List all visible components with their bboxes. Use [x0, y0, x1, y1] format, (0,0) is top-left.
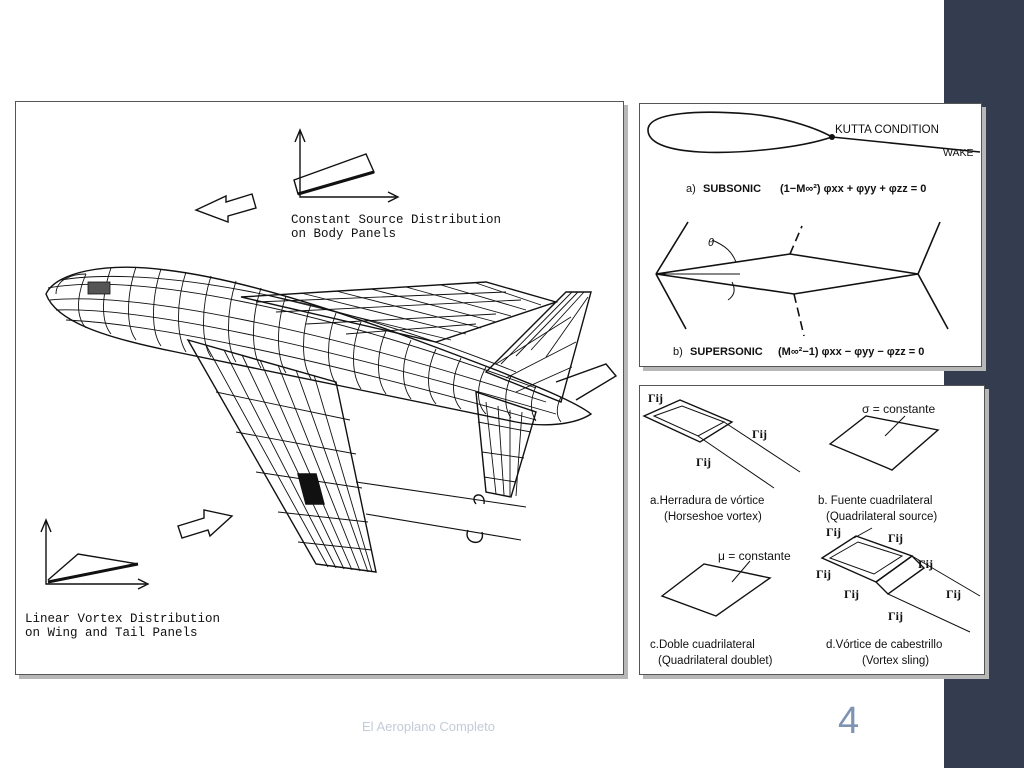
subsonic-equation: (1−M∞²) φxx + φyy + φzz = 0 — [780, 183, 926, 195]
caption-c-line2: (Quadrilateral doublet) — [658, 655, 773, 667]
subsonic-label: SUBSONIC — [703, 183, 761, 195]
gamma-label-d2: Γij — [888, 531, 903, 545]
source-arrow — [194, 193, 257, 224]
vortex-label-line1: Linear Vortex Distribution — [25, 612, 220, 626]
supersonic-label: SUPERSONIC — [690, 346, 763, 358]
kutta-point — [829, 134, 835, 140]
wake-label: WAKE — [943, 147, 974, 159]
gamma-label-d5: Γij — [844, 587, 859, 601]
mu-label: μ = constante — [718, 549, 791, 563]
sigma-label: σ = constante — [862, 402, 935, 416]
vertical-tail — [484, 291, 592, 403]
singularity-elements-figure: Γij Γij Γij σ = constante μ = constante … — [639, 385, 985, 675]
quadrilateral-doublet — [660, 563, 772, 617]
vortex-arrow — [177, 509, 234, 539]
caption-d-line2: (Vortex sling) — [862, 655, 929, 667]
vortex-axes — [45, 522, 146, 585]
source-label-line1: Constant Source Distribution — [291, 213, 501, 227]
theta-label: θ — [708, 237, 714, 249]
vortex-label-line2: on Wing and Tail Panels — [25, 626, 198, 640]
singularity-elements-drawing: Γij Γij Γij σ = constante μ = constante … — [642, 391, 981, 667]
supersonic-prefix: b) — [673, 346, 683, 358]
subsonic-airfoil — [647, 111, 834, 154]
caption-a-line1: a.Herradura de vórtice — [650, 495, 764, 507]
slide-footer: El Aeroplano Completo — [362, 719, 495, 734]
airplane-drawing: Constant Source Distribution on Body Pan… — [25, 128, 618, 640]
airplane-panel-figure: Constant Source Distribution on Body Pan… — [15, 101, 624, 675]
quadrilateral-source — [828, 415, 940, 471]
gamma-label-a3: Γij — [696, 455, 711, 469]
gamma-label-a2: Γij — [752, 427, 767, 441]
highlighted-panel — [297, 473, 325, 505]
slide-number: 4 — [838, 700, 860, 742]
wake-line — [831, 136, 981, 153]
gamma-label-d7: Γij — [888, 609, 903, 623]
gamma-label-d4: Γij — [816, 567, 831, 581]
caption-b-line2: (Quadrilateral source) — [826, 511, 937, 523]
supersonic-equation: (M∞²−1) φxx − φyy − φzz = 0 — [778, 346, 924, 358]
fuselage — [45, 266, 593, 426]
gamma-label-d6: Γij — [946, 587, 961, 601]
caption-a-line2: (Horseshoe vortex) — [664, 511, 762, 523]
cockpit-panel-patch — [87, 281, 111, 295]
flow-regimes-drawing: KUTTA CONDITION WAKE a) SUBSONIC (1−M∞²)… — [647, 111, 981, 358]
caption-b-line1: b. Fuente cuadrilateral — [818, 495, 932, 507]
gamma-label-d1: Γij — [826, 525, 841, 539]
gamma-label-d3: Γij — [918, 557, 933, 571]
near-wing — [186, 338, 377, 573]
horizontal-tail — [475, 390, 537, 498]
subsonic-prefix: a) — [686, 183, 696, 195]
caption-c-line1: c.Doble cuadrilateral — [650, 639, 755, 651]
horseshoe-panel — [642, 399, 734, 443]
flow-regimes-figure: KUTTA CONDITION WAKE a) SUBSONIC (1−M∞²)… — [639, 103, 982, 367]
source-axes — [299, 132, 396, 198]
caption-d-line1: d.Vórtice de cabestrillo — [826, 639, 942, 651]
kutta-label: KUTTA CONDITION — [835, 124, 939, 136]
gamma-label-a1: Γij — [648, 391, 663, 405]
source-label-line2: on Body Panels — [291, 227, 396, 241]
